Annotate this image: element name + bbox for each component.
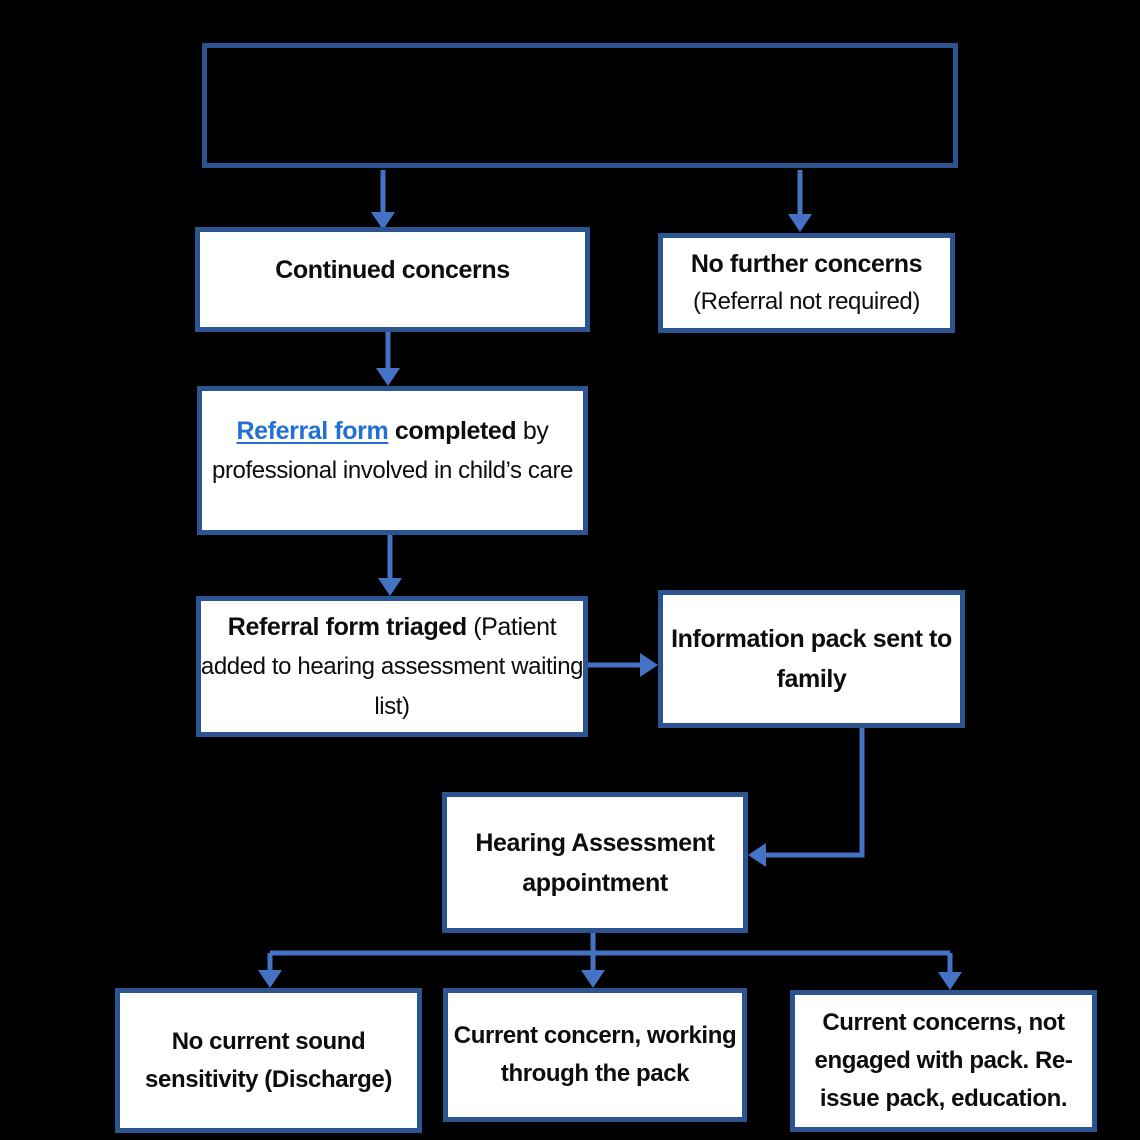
node-label: appointment bbox=[522, 868, 668, 897]
arrow-referral-to-triaged bbox=[378, 535, 402, 596]
node-label: Hearing Assessment bbox=[475, 828, 715, 857]
node-label: through the pack bbox=[500, 1060, 690, 1087]
node-label-tail: by bbox=[516, 417, 549, 445]
node-outcome-reissue-pack: Current concerns, not engaged with pack.… bbox=[790, 990, 1097, 1132]
node-label: Current concerns, not bbox=[822, 1009, 1065, 1036]
node-sublabel: added to hearing assessment waiting bbox=[200, 652, 584, 680]
node-label: Information pack sent to bbox=[671, 625, 952, 653]
node-information-pack: Information pack sent to family bbox=[658, 590, 965, 728]
arrow-top-to-continued bbox=[371, 170, 395, 230]
arrow-triaged-to-info-pack bbox=[588, 653, 658, 677]
node-no-further-concerns: No further concerns (Referral not requir… bbox=[658, 233, 955, 333]
node-label: issue pack, education. bbox=[819, 1085, 1068, 1112]
node-label: sensitivity (Discharge) bbox=[145, 1065, 392, 1093]
node-label: Continued concerns bbox=[275, 256, 510, 284]
node-outcome-working-through-pack: Current concern, working through the pac… bbox=[443, 988, 747, 1122]
node-label: No further concerns bbox=[690, 250, 923, 278]
arrow-hearing-branch bbox=[258, 933, 962, 990]
arrow-info-pack-to-hearing bbox=[748, 728, 865, 867]
node-label: Current concern, working bbox=[453, 1022, 737, 1049]
node-label: engaged with pack. Re- bbox=[814, 1047, 1073, 1074]
arrow-top-to-no-further bbox=[788, 170, 812, 232]
node-sublabel: (Referral not required) bbox=[693, 288, 920, 315]
node-sublabel: professional involved in child’s care bbox=[212, 457, 573, 484]
node-outcome-discharge: No current sound sensitivity (Discharge) bbox=[115, 988, 422, 1133]
node-sublabel: list) bbox=[374, 692, 410, 720]
node-label: family bbox=[776, 665, 847, 693]
node-label-bold: completed bbox=[388, 417, 517, 445]
node-label-bold: Referral form triaged bbox=[227, 612, 467, 641]
node-label: Referral form completed by bbox=[237, 411, 549, 451]
node-label: No current sound bbox=[171, 1027, 366, 1055]
node-hearing-assessment: Hearing Assessment appointment bbox=[442, 792, 748, 933]
node-referral-form-triaged: Referral form triaged (Patient added to … bbox=[196, 596, 588, 737]
node-label-tail: (Patient bbox=[466, 612, 557, 641]
node-label: Referral form triaged (Patient bbox=[227, 607, 557, 647]
arrow-continued-to-referral bbox=[376, 332, 400, 386]
node-continued-concerns: Continued concerns bbox=[195, 227, 590, 332]
node-referral-form-completed: Referral form completed by professional … bbox=[197, 386, 588, 535]
node-top bbox=[202, 43, 958, 168]
referral-form-link[interactable]: Referral form bbox=[236, 417, 389, 445]
